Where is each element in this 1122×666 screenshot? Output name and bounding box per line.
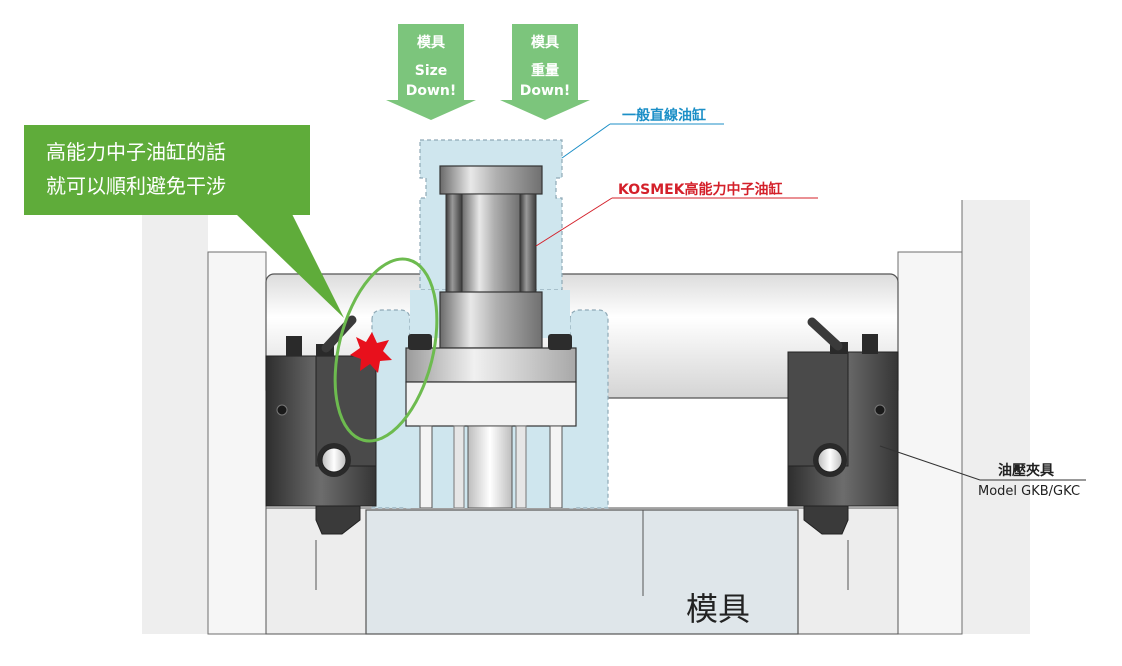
size-down-arrow-icon <box>386 24 476 120</box>
platen-base <box>265 507 899 635</box>
callout-bubble <box>24 125 344 318</box>
right-hydraulic-clamp <box>787 317 899 535</box>
arrow-2-title: 模具 <box>531 35 559 51</box>
arrow-2-line1: 重量 <box>531 63 559 79</box>
interference-ellipse <box>333 257 439 443</box>
kosmek-core-cylinder <box>405 165 577 509</box>
clamp-title-label: 油壓夾具 <box>998 463 1054 479</box>
leader-lines <box>535 123 1086 481</box>
standard-cylinder-label: 一般直線油缸 <box>622 108 706 124</box>
arrow-2-text: 模具 重量 Down! <box>512 33 578 101</box>
machine-frame <box>142 200 1030 635</box>
left-hydraulic-clamp <box>265 315 377 535</box>
arrow-1-title: 模具 <box>417 35 445 51</box>
callout-line-2: 就可以順利避免干涉 <box>46 174 226 198</box>
arrow-1-text: 模具 Size Down! <box>398 33 464 101</box>
clamp-model-label: Model GKB/GKC <box>978 484 1081 499</box>
callout-line-1: 高能力中子油缸的話 <box>46 140 226 164</box>
weight-down-arrow-icon <box>500 24 590 120</box>
arrow-1-line1: Size <box>414 63 448 79</box>
mold-label: 模具 <box>686 590 751 628</box>
interference-star-icon <box>350 332 392 373</box>
kosmek-cylinder-label: KOSMEK高能力中子油缸 <box>618 182 783 198</box>
mold-block <box>365 509 799 635</box>
arrow-1-line2: Down! <box>405 83 457 99</box>
callout-text: 高能力中子油缸的話 就可以順利避免干涉 <box>46 135 306 203</box>
arrow-2-line2: Down! <box>519 83 571 99</box>
